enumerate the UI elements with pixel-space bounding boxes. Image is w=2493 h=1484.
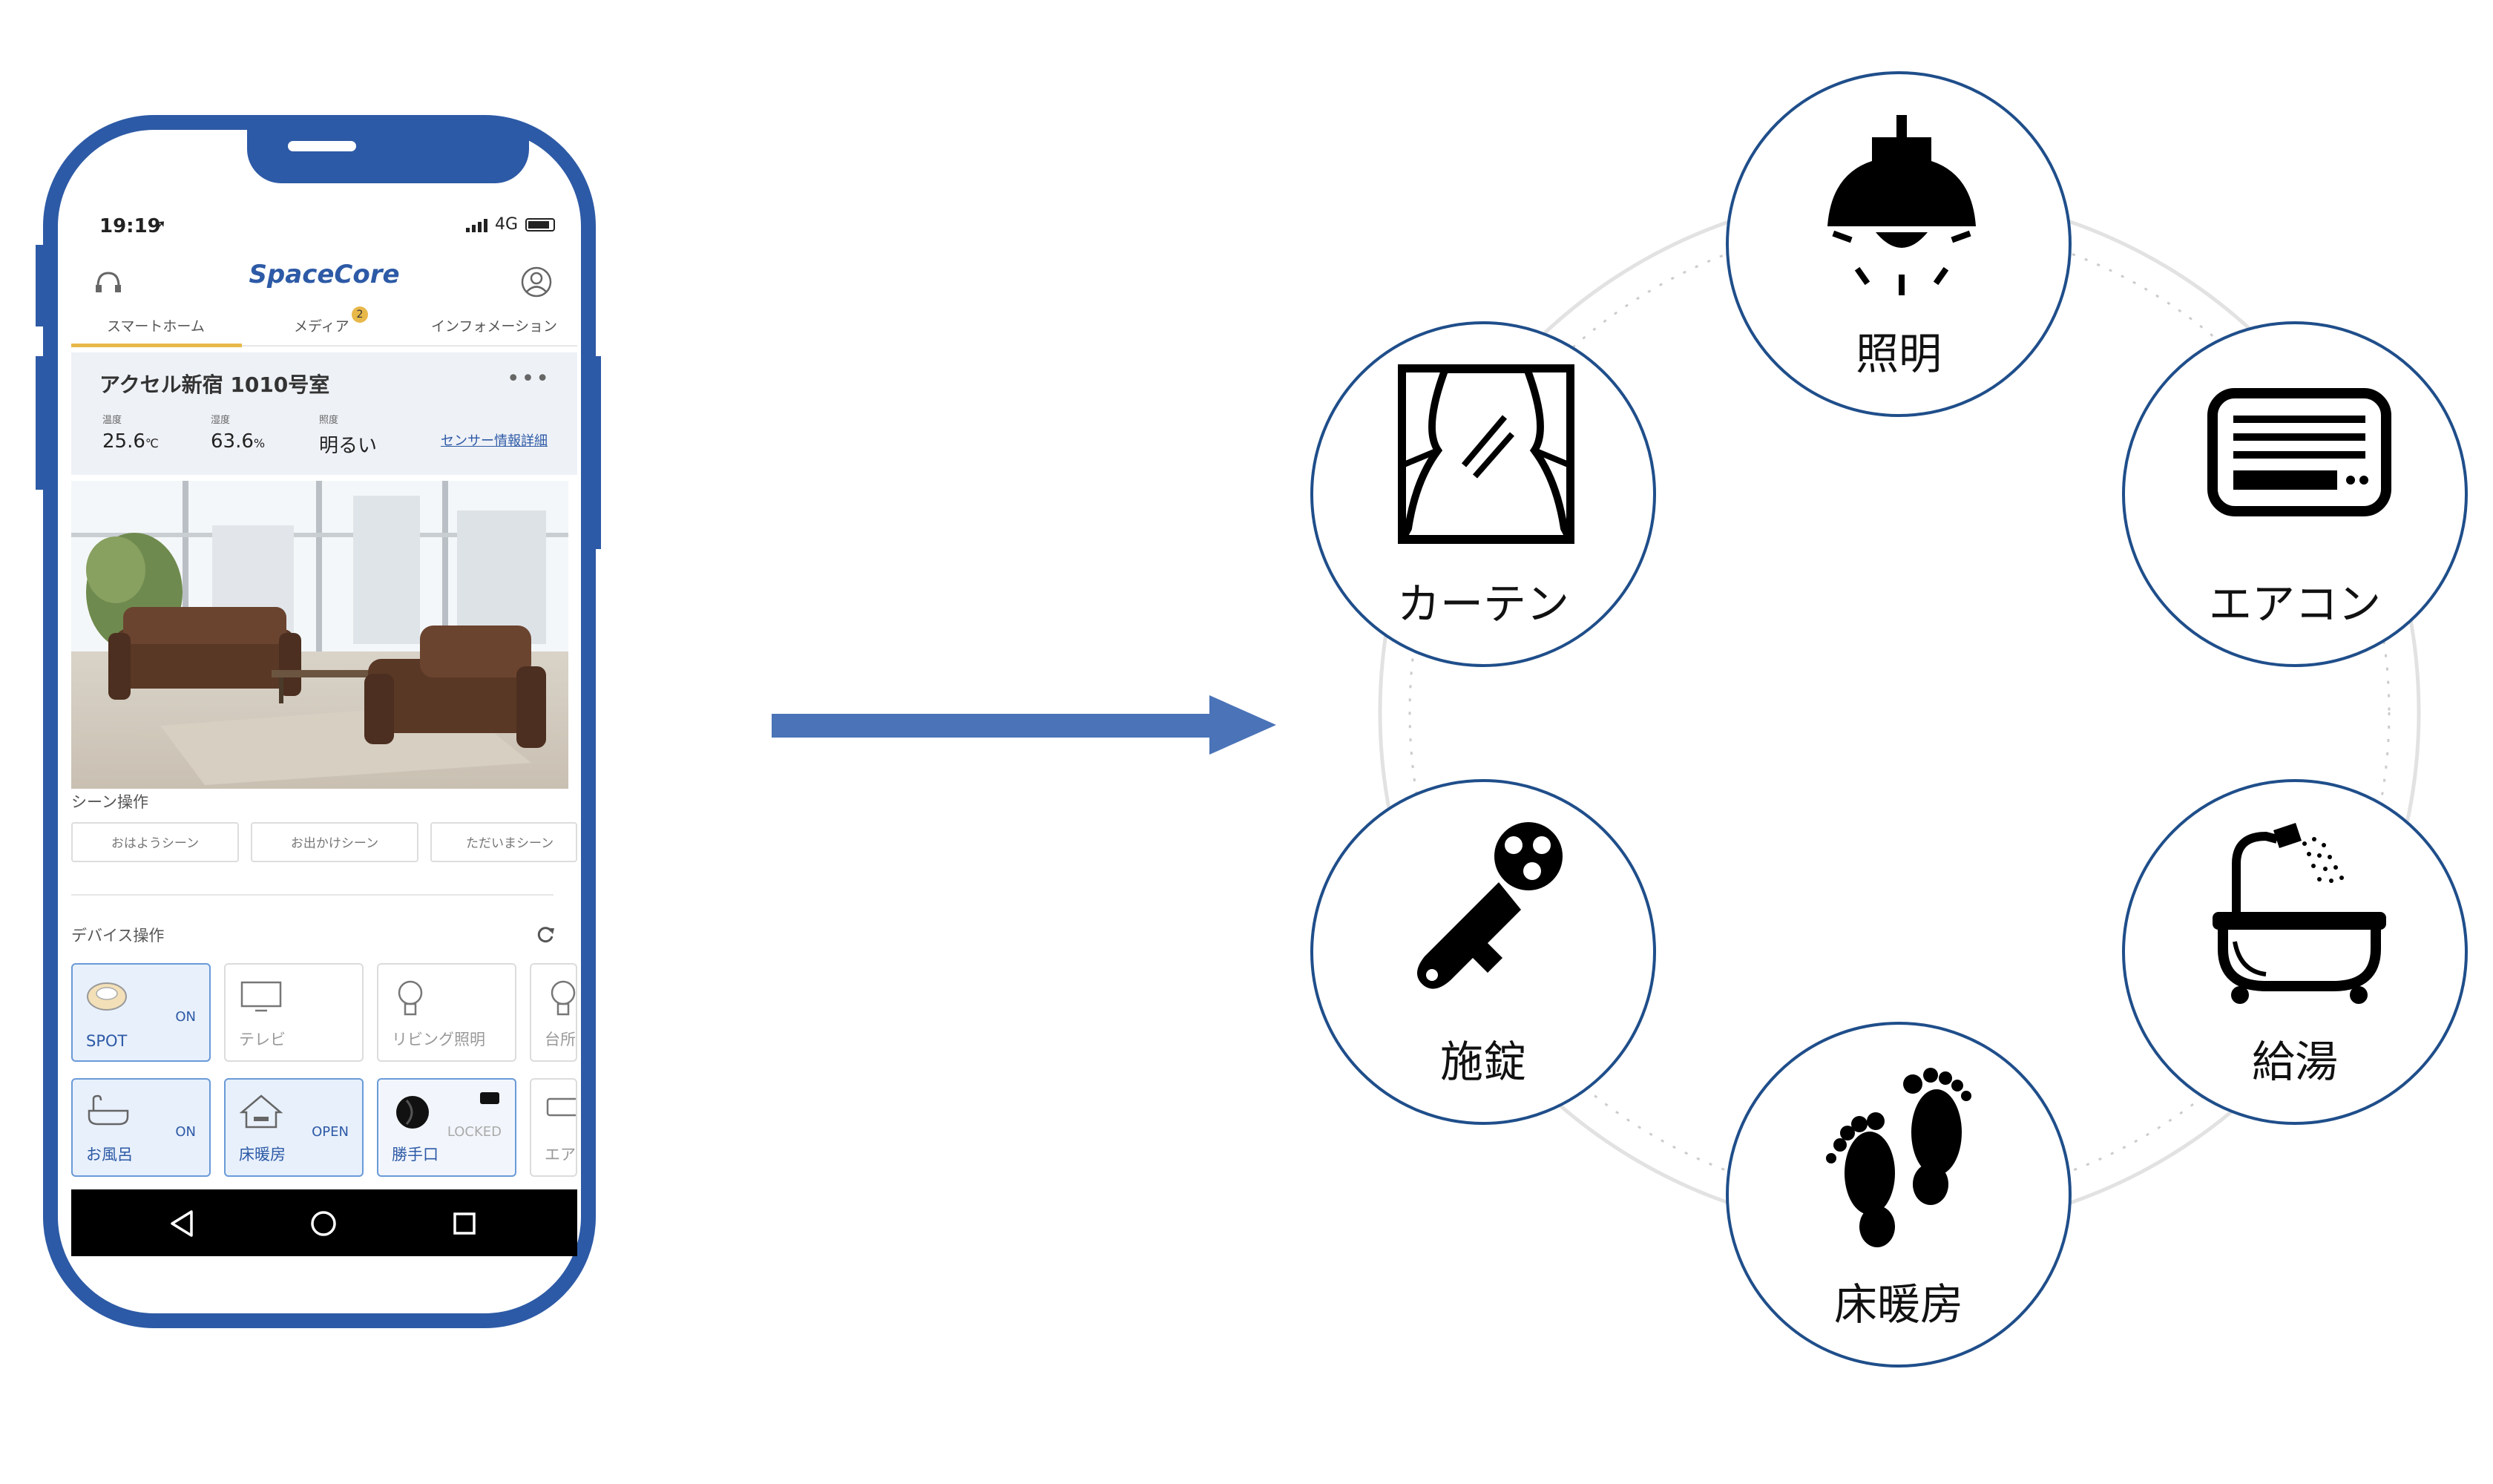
sensor-unit: ℃ — [145, 436, 159, 450]
phone-notch — [247, 130, 529, 183]
battery-icon — [525, 217, 555, 232]
sensor-value: 25.6 — [102, 430, 145, 453]
device-label: エアコン — [2208, 579, 2381, 629]
device-circle-lighting: 照明 — [1726, 71, 2072, 417]
device-tile-back-door[interactable]: LOCKED 勝手口 — [377, 1078, 516, 1177]
back-icon[interactable] — [168, 1209, 196, 1238]
device-label: 床暖房 — [1833, 1279, 1963, 1330]
phone-side-button — [36, 356, 43, 490]
phone-screen: 19:19 ➚ 4G SpaceCore スマートホーム メディア 2 インフォ… — [71, 178, 577, 1261]
sensor-humidity: 湿度 63.6% — [211, 412, 265, 453]
device-label: 照明 — [1855, 329, 1942, 379]
network-type: 4G — [494, 215, 518, 234]
more-options-button[interactable]: ••• — [506, 366, 551, 392]
key-icon — [1417, 822, 1563, 989]
device-state: ON — [175, 1009, 196, 1025]
app-logo: SpaceCore — [249, 260, 400, 289]
refresh-icon[interactable] — [535, 924, 556, 945]
device-tile-tv[interactable]: テレビ — [224, 963, 364, 1062]
device-tile-kitchen[interactable]: 台所 — [530, 963, 577, 1062]
recents-icon[interactable] — [451, 1210, 478, 1237]
device-tile-bath[interactable]: ON お風呂 — [71, 1078, 211, 1177]
device-circle-floor-heating: 床暖房 — [1726, 1022, 2072, 1368]
media-badge: 2 — [352, 306, 368, 323]
status-time: 19:19 — [99, 215, 161, 237]
account-icon[interactable] — [520, 266, 553, 298]
device-name: エア — [545, 1146, 576, 1163]
scene-button-going-out[interactable]: お出かけシーン — [251, 822, 418, 862]
sensor-label: 温度 — [102, 415, 122, 426]
tv-icon — [240, 981, 282, 1012]
device-tile-living-light[interactable]: リビング照明 — [377, 963, 516, 1062]
phone-side-button — [36, 245, 43, 326]
bulb-icon — [398, 980, 423, 1016]
device-name: 床暖房 — [239, 1146, 286, 1163]
device-name: 勝手口 — [392, 1146, 439, 1163]
tab-smart-home[interactable]: スマートホーム — [107, 318, 205, 335]
sensor-illuminance: 照度 明るい — [319, 412, 377, 458]
battery-icon — [480, 1092, 499, 1104]
sensor-unit: % — [253, 436, 266, 450]
tab-information[interactable]: インフォメーション — [431, 318, 558, 335]
sensor-value: 明るい — [319, 435, 378, 457]
device-name: SPOT — [86, 1032, 128, 1050]
bathtub-shower-icon — [2213, 823, 2386, 1004]
device-name: 台所 — [545, 1031, 576, 1048]
aircon-icon — [546, 1097, 576, 1117]
arrow-head — [1209, 695, 1276, 755]
scene-section-title: シーン操作 — [71, 793, 148, 811]
active-tab-indicator — [71, 344, 242, 347]
curtain-icon — [1398, 364, 1574, 544]
scene-button-coming-home[interactable]: ただいまシーン — [430, 822, 577, 862]
tab-bar: スマートホーム メディア 2 インフォメーション — [71, 306, 577, 347]
home-icon[interactable] — [309, 1209, 338, 1238]
app-header: SpaceCore — [71, 252, 577, 304]
device-label: カーテン — [1396, 579, 1569, 629]
android-nav-bar — [71, 1189, 577, 1256]
phone-speaker — [288, 141, 356, 151]
room-photo — [71, 481, 568, 789]
sensor-detail-link[interactable]: センサー情報詳細 — [441, 433, 548, 449]
device-name: お風呂 — [86, 1146, 133, 1163]
device-name: テレビ — [239, 1031, 286, 1048]
device-label: 給湯 — [2251, 1037, 2338, 1087]
device-state: LOCKED — [447, 1124, 502, 1140]
footprints-icon — [1826, 1068, 1971, 1247]
sensor-temperature: 温度 25.6℃ — [102, 412, 159, 453]
device-circle-curtain: カーテン — [1310, 321, 1656, 667]
sensor-label: 湿度 — [211, 415, 231, 426]
pendant-lamp-icon — [1827, 115, 1976, 295]
signal-icon — [465, 217, 487, 232]
room-title: アクセル新宿 1010号室 — [99, 372, 330, 397]
arrow-shaft — [772, 714, 1224, 738]
smart-lock-icon — [396, 1096, 429, 1129]
sensor-label: 照度 — [319, 415, 339, 426]
aircon-icon — [2207, 388, 2391, 516]
device-tile-floor-heating[interactable]: OPEN 床暖房 — [224, 1078, 364, 1177]
device-label: 施錠 — [1439, 1037, 1526, 1087]
device-name: リビング照明 — [392, 1031, 485, 1048]
scene-button-morning[interactable]: おはようシーン — [71, 822, 239, 862]
robot-vacuum-icon — [87, 982, 127, 1011]
status-bar: 19:19 ➚ 4G — [99, 215, 555, 245]
section-divider — [71, 894, 554, 896]
sensor-value: 63.6 — [211, 430, 254, 453]
phone-side-button — [594, 356, 601, 549]
device-state: ON — [175, 1124, 196, 1140]
device-tile-spot[interactable]: ON SPOT — [71, 963, 211, 1062]
location-arrow-icon: ➚ — [153, 217, 167, 235]
device-state: OPEN — [312, 1124, 349, 1140]
device-section-title: デバイス操作 — [71, 927, 165, 945]
device-circle-aircon: エアコン — [2122, 321, 2468, 667]
tab-media[interactable]: メディア — [294, 318, 349, 335]
device-circle-hot-water: 給湯 — [2122, 779, 2468, 1125]
headset-icon[interactable] — [93, 269, 123, 295]
device-tile-aircon[interactable]: エア — [530, 1078, 577, 1177]
house-icon — [239, 1094, 283, 1129]
device-circle-lock: 施錠 — [1310, 779, 1656, 1125]
room-card: アクセル新宿 1010号室 ••• 温度 25.6℃ 湿度 63.6% 照度 明… — [71, 352, 577, 475]
bathtub-icon — [88, 1094, 129, 1126]
bulb-icon — [551, 980, 576, 1016]
